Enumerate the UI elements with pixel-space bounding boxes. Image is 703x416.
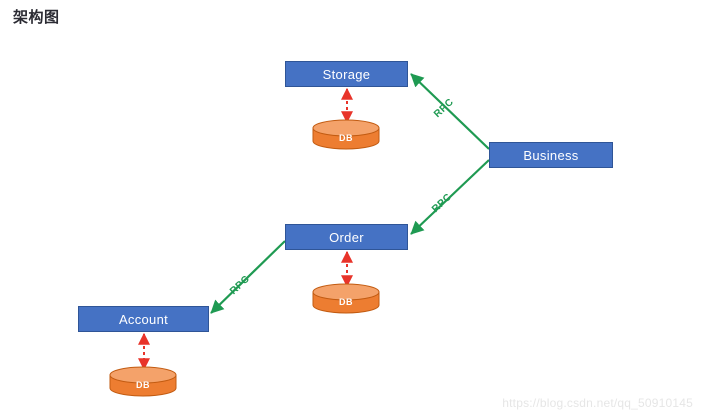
rpc-connector-order-account (210, 240, 286, 314)
db-storage-label: DB (339, 133, 353, 143)
db-order-label: DB (339, 297, 353, 307)
node-business[interactable]: Business (489, 142, 613, 168)
rpc-connector-business-storage (410, 73, 490, 150)
page-title: 架构图 (13, 9, 60, 26)
db-account-label: DB (136, 380, 150, 390)
node-storage-label: Storage (322, 66, 371, 82)
watermark: https://blog.csdn.net/qq_50910145 (502, 396, 693, 410)
db-storage[interactable]: DB (313, 120, 379, 154)
node-account[interactable]: Account (78, 306, 209, 332)
rpc-connector-business-order (410, 159, 490, 235)
node-storage[interactable]: Storage (285, 61, 408, 87)
node-order[interactable]: Order (285, 224, 408, 250)
db-account[interactable]: DB (110, 367, 176, 401)
node-account-label: Account (118, 311, 169, 327)
db-cylinder-account-shape (109, 366, 177, 397)
db-cylinder-storage-shape (312, 119, 380, 150)
db-cylinder-order-shape (312, 283, 380, 314)
db-order[interactable]: DB (313, 284, 379, 318)
node-business-label: Business (523, 147, 579, 163)
node-order-label: Order (329, 229, 364, 245)
